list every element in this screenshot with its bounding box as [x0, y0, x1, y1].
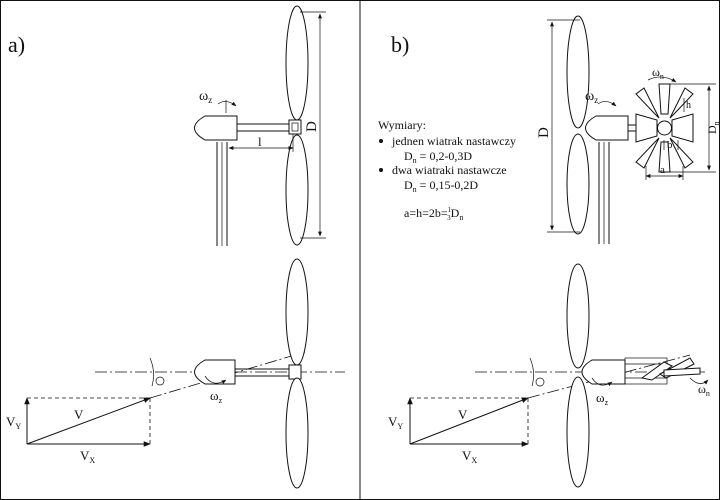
- fan-hub: [657, 120, 672, 136]
- nacelle: [194, 359, 236, 385]
- angle-arc: [149, 357, 154, 387]
- omega-n-label: ωn: [698, 382, 710, 398]
- note-item-2-formula: Dn = 0,15-0,2D: [404, 178, 478, 194]
- fan-blade: [635, 137, 660, 169]
- hub: [288, 119, 302, 135]
- velocity-label: V: [458, 407, 468, 422]
- diameter-label: D: [536, 127, 552, 138]
- rotation-arrow: [647, 76, 677, 83]
- vx-label: VX: [462, 448, 477, 465]
- nacelle: [194, 115, 238, 141]
- rotation-arrow: [204, 375, 227, 384]
- rotor-blade-lower: [285, 377, 309, 489]
- nacelle: [585, 115, 629, 141]
- rotor-blade-lower: [285, 134, 309, 246]
- angle-arc: [529, 357, 534, 387]
- panel-b-side-view: ωn ωz V VY VX: [388, 263, 710, 488]
- velocity-arrow: [26, 397, 151, 445]
- rotation-arrow: [597, 101, 617, 107]
- length-label: l: [258, 134, 262, 149]
- fan-blade: [635, 113, 658, 143]
- vy-label: VY: [388, 414, 403, 431]
- rotor-blade-upper: [285, 258, 309, 366]
- h-label: h: [686, 100, 691, 111]
- hub: [288, 364, 302, 380]
- rotor-blade-upper: [566, 263, 590, 369]
- rotor-blade-upper: [285, 5, 309, 121]
- bullet: [379, 168, 383, 172]
- fan-tail-side: [663, 367, 701, 377]
- panel-b-top-view: D ωz ωn Dn: [536, 15, 720, 244]
- vx-label: VX: [80, 448, 95, 465]
- rotation-arrow: [689, 377, 709, 385]
- nacelle: [581, 359, 626, 385]
- panel-a-top-view: D l ωz: [194, 5, 326, 246]
- panel-a: a) D l: [6, 5, 345, 489]
- note-heading: Wymiary:: [378, 118, 426, 132]
- panel-b-label: b): [391, 32, 409, 57]
- omega-z-label: ωz: [596, 390, 609, 407]
- rotor-blade-upper: [566, 15, 590, 129]
- omega-z-label: ωz: [210, 388, 223, 405]
- angle-marker: [535, 377, 545, 387]
- vy-label: VY: [6, 414, 21, 431]
- fan-blade: [669, 87, 694, 119]
- panel-a-label: a): [8, 32, 25, 57]
- omega-z-label: ωz: [199, 89, 212, 105]
- diameter-label: D: [304, 121, 320, 132]
- bullet: [379, 139, 383, 143]
- b-label: b: [667, 139, 673, 151]
- hub-inner: [291, 122, 299, 132]
- fan-blade: [671, 113, 694, 143]
- velocity-label: V: [74, 407, 84, 422]
- note-item-2: dwa wiatraki nastawcze: [392, 163, 507, 177]
- fan-tail-side: [640, 361, 673, 381]
- a-label: a: [660, 164, 665, 176]
- panel-a-side-view: ωz V VY VX: [6, 258, 345, 489]
- note-item-1-formula: Dn = 0,2-0,3D: [404, 149, 472, 165]
- dimensions-note: Wymiary: jednen wiatrak nastawczy Dn = 0…: [378, 118, 516, 222]
- fan-blade: [669, 137, 694, 169]
- omega-z-label: ωz: [585, 89, 598, 105]
- rotor-blade-lower: [566, 133, 590, 235]
- angle-marker: [155, 376, 165, 386]
- omega-n-label: ωn: [652, 65, 664, 81]
- dn-label: Dn: [705, 121, 720, 134]
- rotor-blade-lower: [566, 376, 590, 488]
- note-item-1: jednen wiatrak nastawczy: [391, 134, 516, 148]
- fan-blade: [658, 83, 671, 115]
- panel-b: b) Wymiary: jednen wiatrak nastawczy Dn …: [378, 15, 720, 488]
- rotation-arrow: [591, 377, 613, 387]
- fan-blade: [635, 87, 660, 119]
- rotation-arrow: [217, 101, 237, 107]
- velocity-arrow: [409, 397, 529, 445]
- fan-tail-rotor: [635, 83, 694, 173]
